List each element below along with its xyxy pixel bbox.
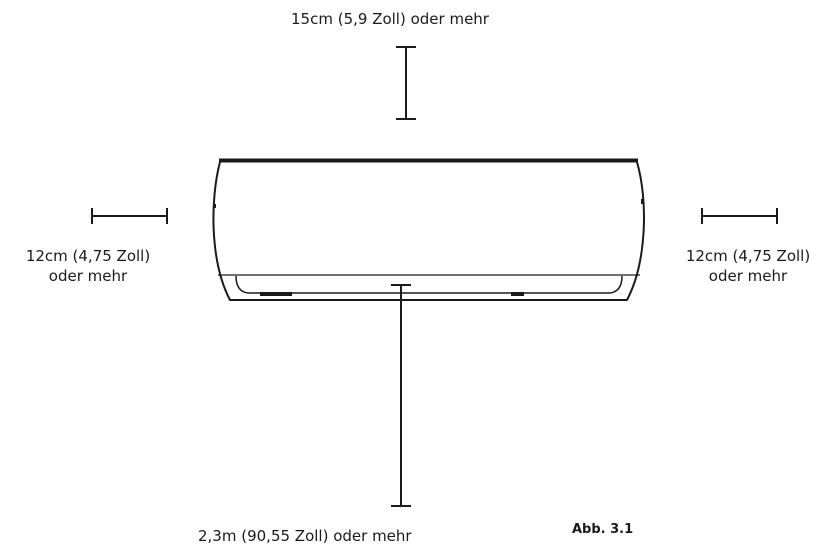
bottom-clearance-label: 2,3m (90,55 Zoll) oder mehr [198, 527, 412, 545]
figure-caption: Abb. 3.1 [572, 522, 634, 537]
right-clearance-label: 12cm (4,75 Zoll) oder mehr [662, 246, 828, 286]
top-clearance-label: 15cm (5,9 Zoll) oder mehr [291, 10, 489, 28]
left-clearance-value: 12cm (4,75 Zoll) [25, 247, 151, 265]
right-clearance-suffix: oder mehr [708, 267, 788, 285]
top-clearance-marker [396, 46, 416, 120]
left-clearance-suffix: oder mehr [48, 267, 128, 285]
bottom-clearance-marker [391, 284, 411, 507]
right-clearance-value: 12cm (4,75 Zoll) [685, 247, 811, 265]
indoor-unit [212, 158, 645, 301]
left-clearance-label: 12cm (4,75 Zoll) oder mehr [2, 246, 174, 286]
right-clearance-marker [701, 208, 778, 224]
left-clearance-marker [91, 208, 168, 224]
